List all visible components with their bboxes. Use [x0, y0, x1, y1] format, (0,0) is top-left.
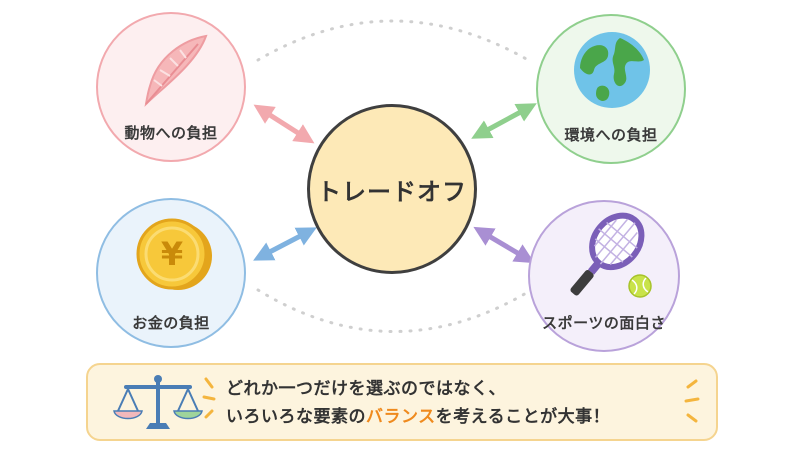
- coin-glyph: ¥: [161, 235, 183, 273]
- node-animal-burden: 動物への負担: [96, 12, 246, 162]
- sparkle-left-icon: [202, 377, 216, 419]
- balance-scale-icon: [113, 375, 203, 429]
- dotted-arc-bottom: [256, 288, 530, 333]
- center-node-tradeoff: トレードオフ: [307, 104, 477, 274]
- message-accent: バランス: [366, 407, 436, 427]
- node-environment-burden: 環境への負担: [536, 14, 686, 164]
- feather-icon: [144, 34, 208, 107]
- node-label: スポーツの面白さ: [542, 314, 666, 332]
- yen-coin-icon: ¥: [136, 218, 212, 290]
- message-line-2-before: いろいろな要素の: [226, 407, 366, 427]
- message-box: どれか一つだけを選ぶのではなく、 いろいろな要素のバランスを考えることが大事！: [86, 363, 718, 441]
- node-money-burden: ¥ お金の負担: [96, 198, 246, 348]
- tennis-racket-icon: [570, 212, 652, 298]
- sparkle-right-icon: [684, 379, 700, 423]
- message-line-2: いろいろな要素のバランスを考えることが大事！: [226, 403, 610, 431]
- node-sport-fun: スポーツの面白さ: [528, 200, 680, 352]
- dotted-arc-top: [256, 19, 530, 62]
- node-label: お金の負担: [132, 314, 210, 332]
- message-line-1: どれか一つだけを選ぶのではなく、: [226, 379, 506, 399]
- message-text: どれか一つだけを選ぶのではなく、 いろいろな要素のバランスを考えることが大事！: [226, 375, 610, 431]
- arrow-money: [253, 227, 317, 261]
- center-label: トレードオフ: [317, 177, 467, 206]
- node-label: 環境への負担: [564, 126, 658, 144]
- arrow-environment: [471, 103, 537, 139]
- arrow-sport: [473, 226, 535, 264]
- message-line-2-after: を考えることが大事！: [435, 407, 611, 427]
- node-label: 動物への負担: [124, 124, 218, 142]
- arrow-animal: [253, 104, 315, 144]
- globe-icon: [574, 32, 650, 108]
